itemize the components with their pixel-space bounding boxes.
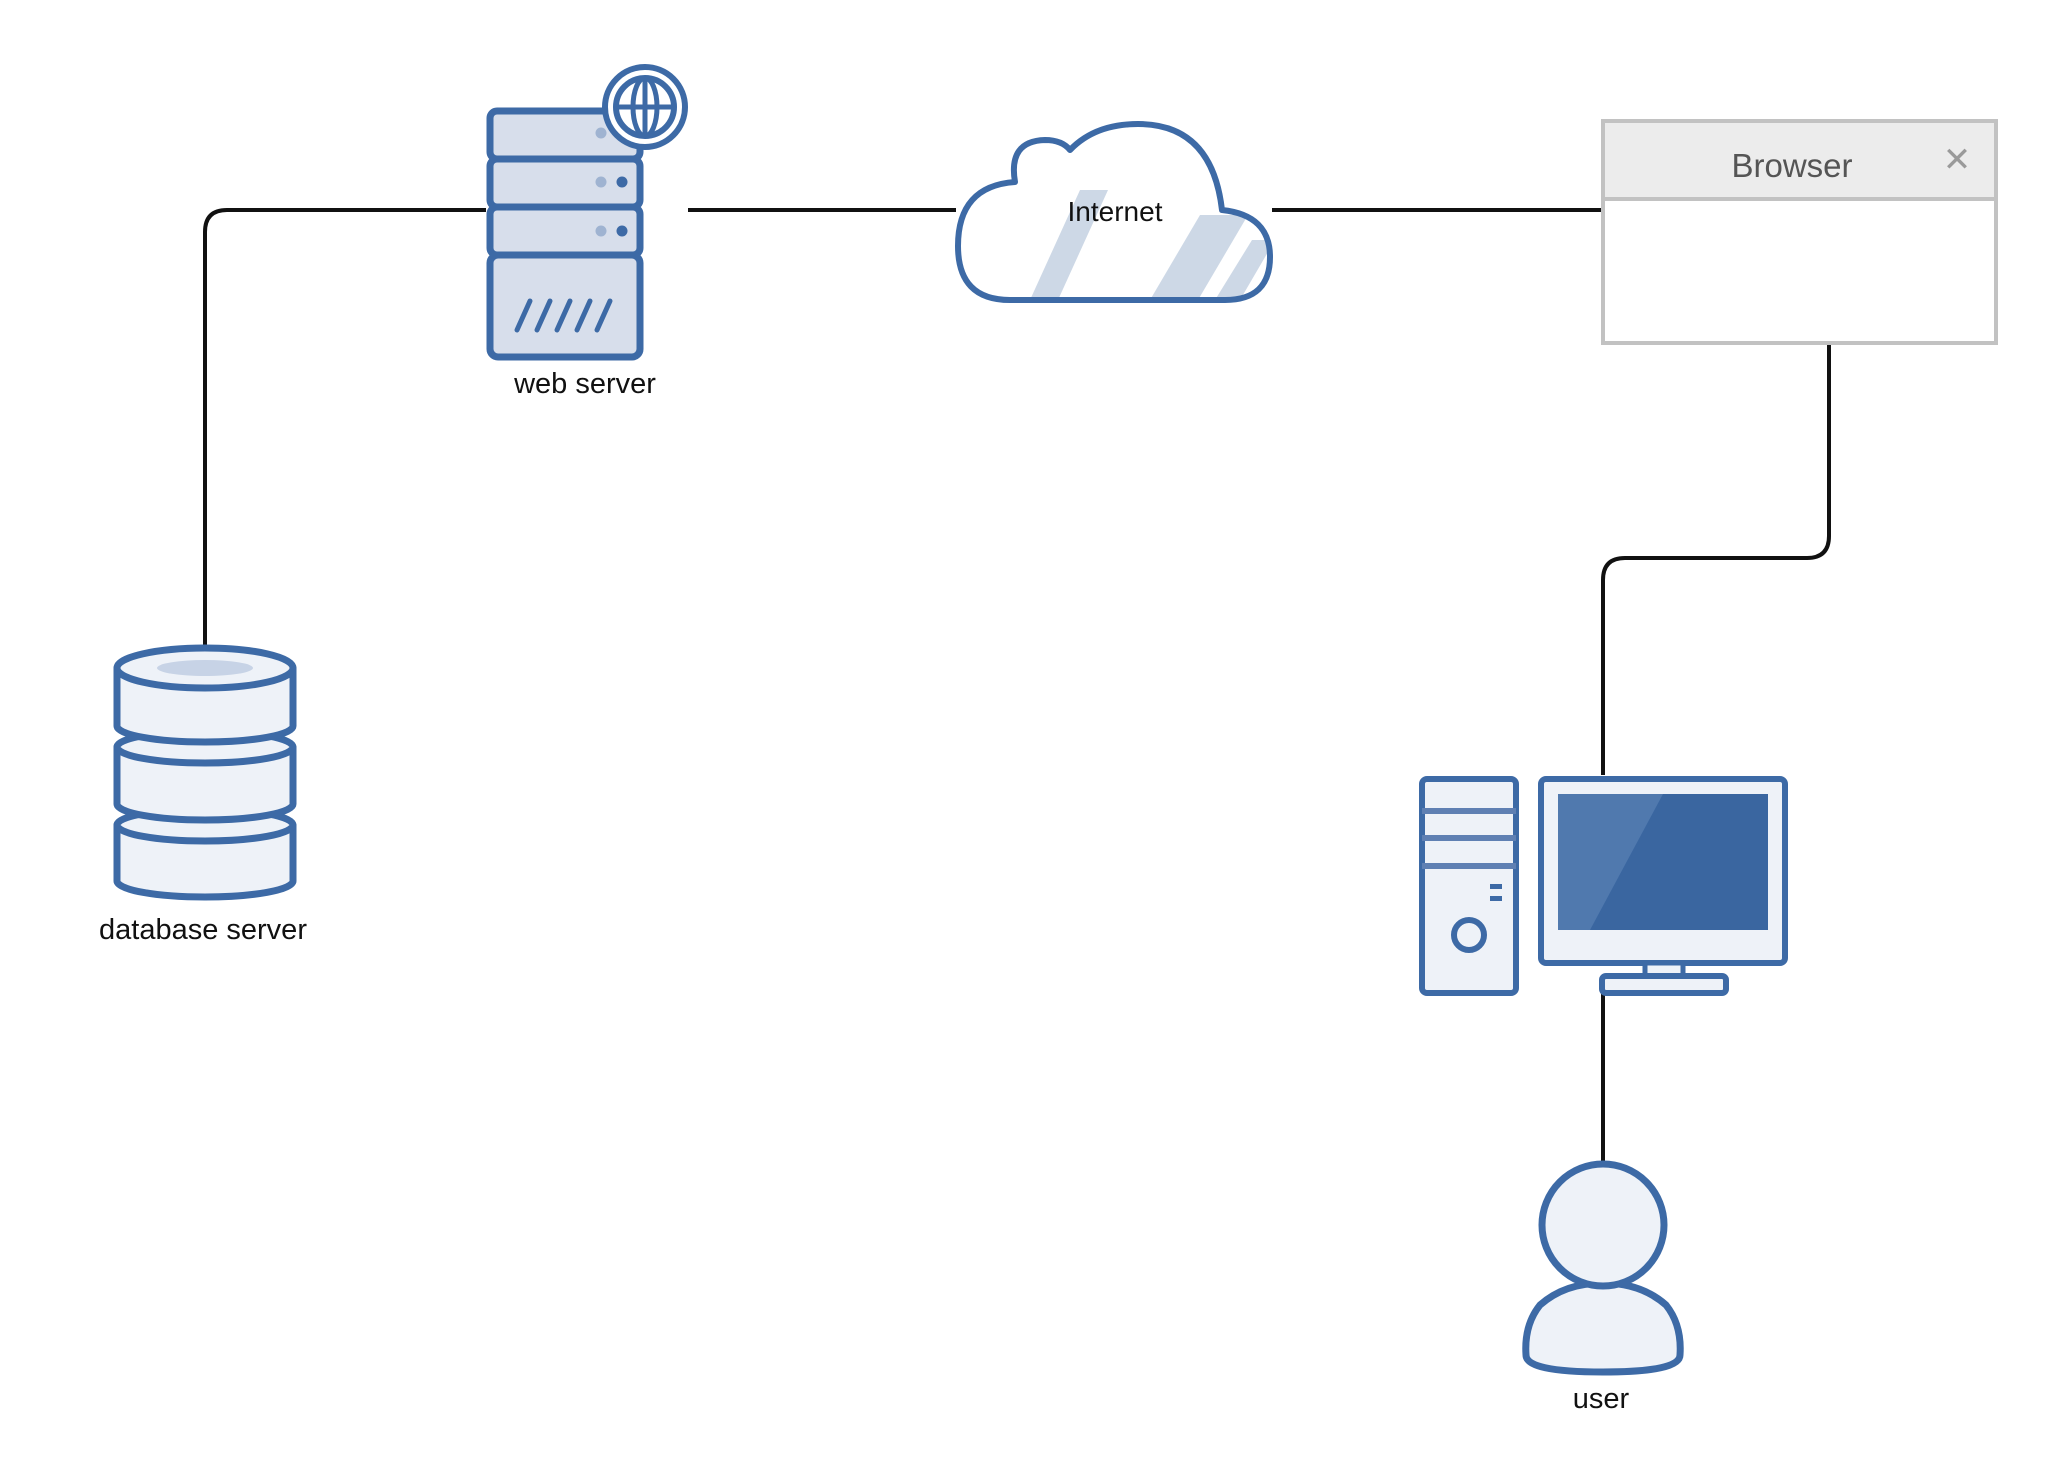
database-icon[interactable]: [113, 644, 297, 901]
globe-badge-icon: [602, 64, 688, 150]
screen-glare: [1558, 794, 1663, 930]
computer-monitor-icon: [1538, 776, 1788, 996]
database-server-label: database server: [99, 914, 307, 946]
db-segment-middle: [113, 743, 297, 824]
user-label: user: [1572, 1383, 1630, 1415]
connectors: [203, 208, 1831, 1163]
web-server-icon[interactable]: [486, 64, 688, 361]
browser-close-icon[interactable]: ✕: [1942, 140, 1972, 180]
db-top-highlight: [157, 660, 253, 676]
computer-tower-icon: [1419, 776, 1519, 996]
browser-titlebar: [1601, 119, 1998, 201]
connector-browser-computer: [1601, 343, 1831, 775]
cloud-icon[interactable]: [955, 121, 1275, 303]
connector-database-webserver: [203, 208, 486, 645]
browser-window-icon[interactable]: [1601, 119, 1998, 345]
user-icon[interactable]: [1522, 1160, 1684, 1376]
user-head: [1538, 1160, 1668, 1290]
desktop-computer-icon[interactable]: [1419, 776, 1788, 996]
internet-label: Internet: [1067, 196, 1163, 227]
browser-title: Browser: [1731, 147, 1853, 184]
server-base: [486, 251, 644, 361]
web-server-label: web server: [514, 368, 656, 400]
db-segment-bottom: [113, 821, 297, 901]
server-indicator-leds: [595, 127, 628, 237]
server-vent-slots: [514, 298, 613, 333]
user-body: [1522, 1279, 1684, 1376]
cloud-shading: [1030, 190, 1270, 300]
cloud-outline: [955, 121, 1273, 303]
